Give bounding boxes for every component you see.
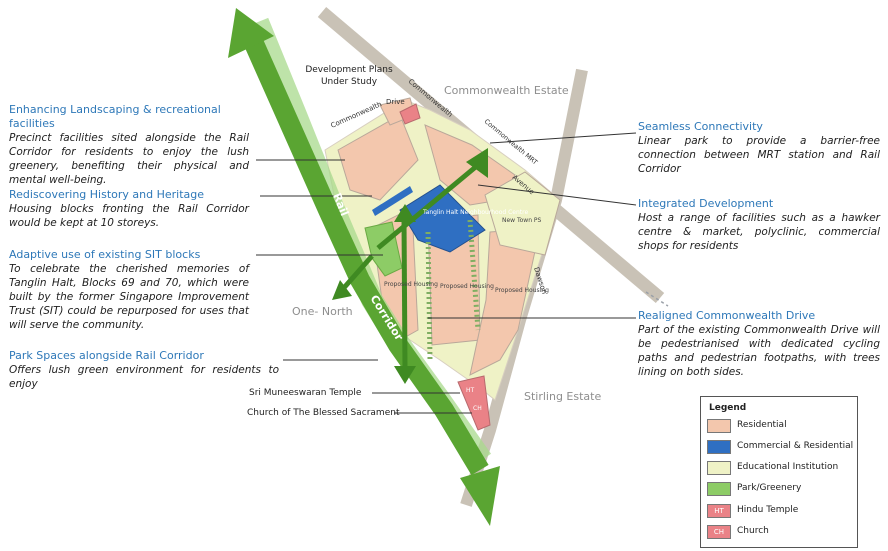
rail-arrow-head-south [460,466,500,526]
church-label: Church of The Blessed Sacrament [247,408,400,418]
commonwealth-estate-label: Commonwealth Estate [444,84,569,97]
note-heading: Park Spaces alongside Rail Corridor [9,349,204,362]
connectivity-arrow-down-head [394,366,416,384]
temple-label: Sri Muneeswaran Temple [249,388,362,398]
housing-label-1: Proposed Housing [384,281,438,288]
legend: Legend Residential Commercial & Resident… [700,396,858,548]
connectivity-arrow-ne-head [466,148,488,178]
note-connectivity: Seamless Connectivity Linear park to pro… [638,120,880,176]
legend-title: Legend [709,403,747,413]
connectivity-arrow-ne [376,163,480,250]
legend-label: Park/Greenery [737,483,802,493]
housing-label-2: Proposed Housing [440,283,494,290]
legend-label: Hindu Temple [737,505,799,515]
connectivity-arrow-up-head [394,204,416,222]
note-heritage: Rediscovering History and Heritage Housi… [9,188,249,230]
note-body: Linear park to provide a barrier-free co… [638,135,880,175]
tree-lined-drive-2 [467,219,481,331]
tree-lined-drive [425,231,433,361]
note-heading: Integrated Development [638,197,774,210]
mrt-site-marker [399,103,421,125]
legend-swatch: CH [707,525,731,539]
one-north-label: One- North [292,305,353,318]
note-heading: Rediscovering History and Heritage [9,188,205,201]
ht-marker-label: HT [466,387,475,394]
note-commonwealth-drive: Realigned Commonwealth Drive Part of the… [638,309,880,379]
note-landscaping: Enhancing Landscaping & recreational fac… [9,103,249,187]
connectivity-arrow-sw [340,254,374,292]
rail-corridor-arrow [238,25,489,476]
legend-swatch [707,461,731,475]
road-label-drive: Drive [386,98,405,106]
note-sit-blocks: Adaptive use of existing SIT blocks To c… [9,248,249,332]
temple-church-site [457,375,491,431]
note-heading: Adaptive use of existing SIT blocks [9,248,201,261]
legend-swatch: HT [707,504,731,518]
note-body: Offers lush green environment for reside… [9,364,279,390]
legend-swatch [707,482,731,496]
connectivity-arrow-sw-head [332,280,352,300]
legend-label: Educational Institution [737,462,839,472]
housing-label-3: Proposed Housing [495,287,549,294]
note-body: Host a range of facilities such as a haw… [638,212,880,252]
ch-marker-label: CH [473,405,482,412]
legend-label: Church [737,526,769,536]
note-body: To celebrate the cherished memories of T… [9,263,249,331]
note-heading: Seamless Connectivity [638,120,763,133]
note-body: Part of the existing Commonwealth Drive … [638,324,880,378]
legend-label: Commercial & Residential [737,441,854,451]
rail-arrow-head-north [228,8,274,58]
legend-swatch [707,440,731,454]
note-integrated: Integrated Development Host a range of f… [638,197,880,253]
development-label: Development Plans Under Study [305,65,393,87]
commonwealth-avenue-dashed [645,291,669,307]
note-body: Precinct facilities sited alongside the … [9,132,249,186]
note-heading: Realigned Commonwealth Drive [638,309,816,322]
connectivity-arrow-down [401,219,408,369]
tanglin-centre-label: Tanglin Halt Neighbourhood Centre [422,209,528,216]
stirling-estate-label: Stirling Estate [524,390,602,403]
commercial-strip [372,186,413,216]
note-heading: Enhancing Landscaping & recreational fac… [9,103,221,130]
new-town-ps-label: New Town PS [502,217,542,224]
note-park-spaces: Park Spaces alongside Rail Corridor Offe… [9,349,279,391]
note-body: Housing blocks fronting the Rail Corrido… [9,203,249,229]
tanglin-halt-centre-site [399,184,486,253]
leader-lines [256,132,637,414]
legend-swatch [707,419,731,433]
legend-label: Residential [737,420,787,430]
